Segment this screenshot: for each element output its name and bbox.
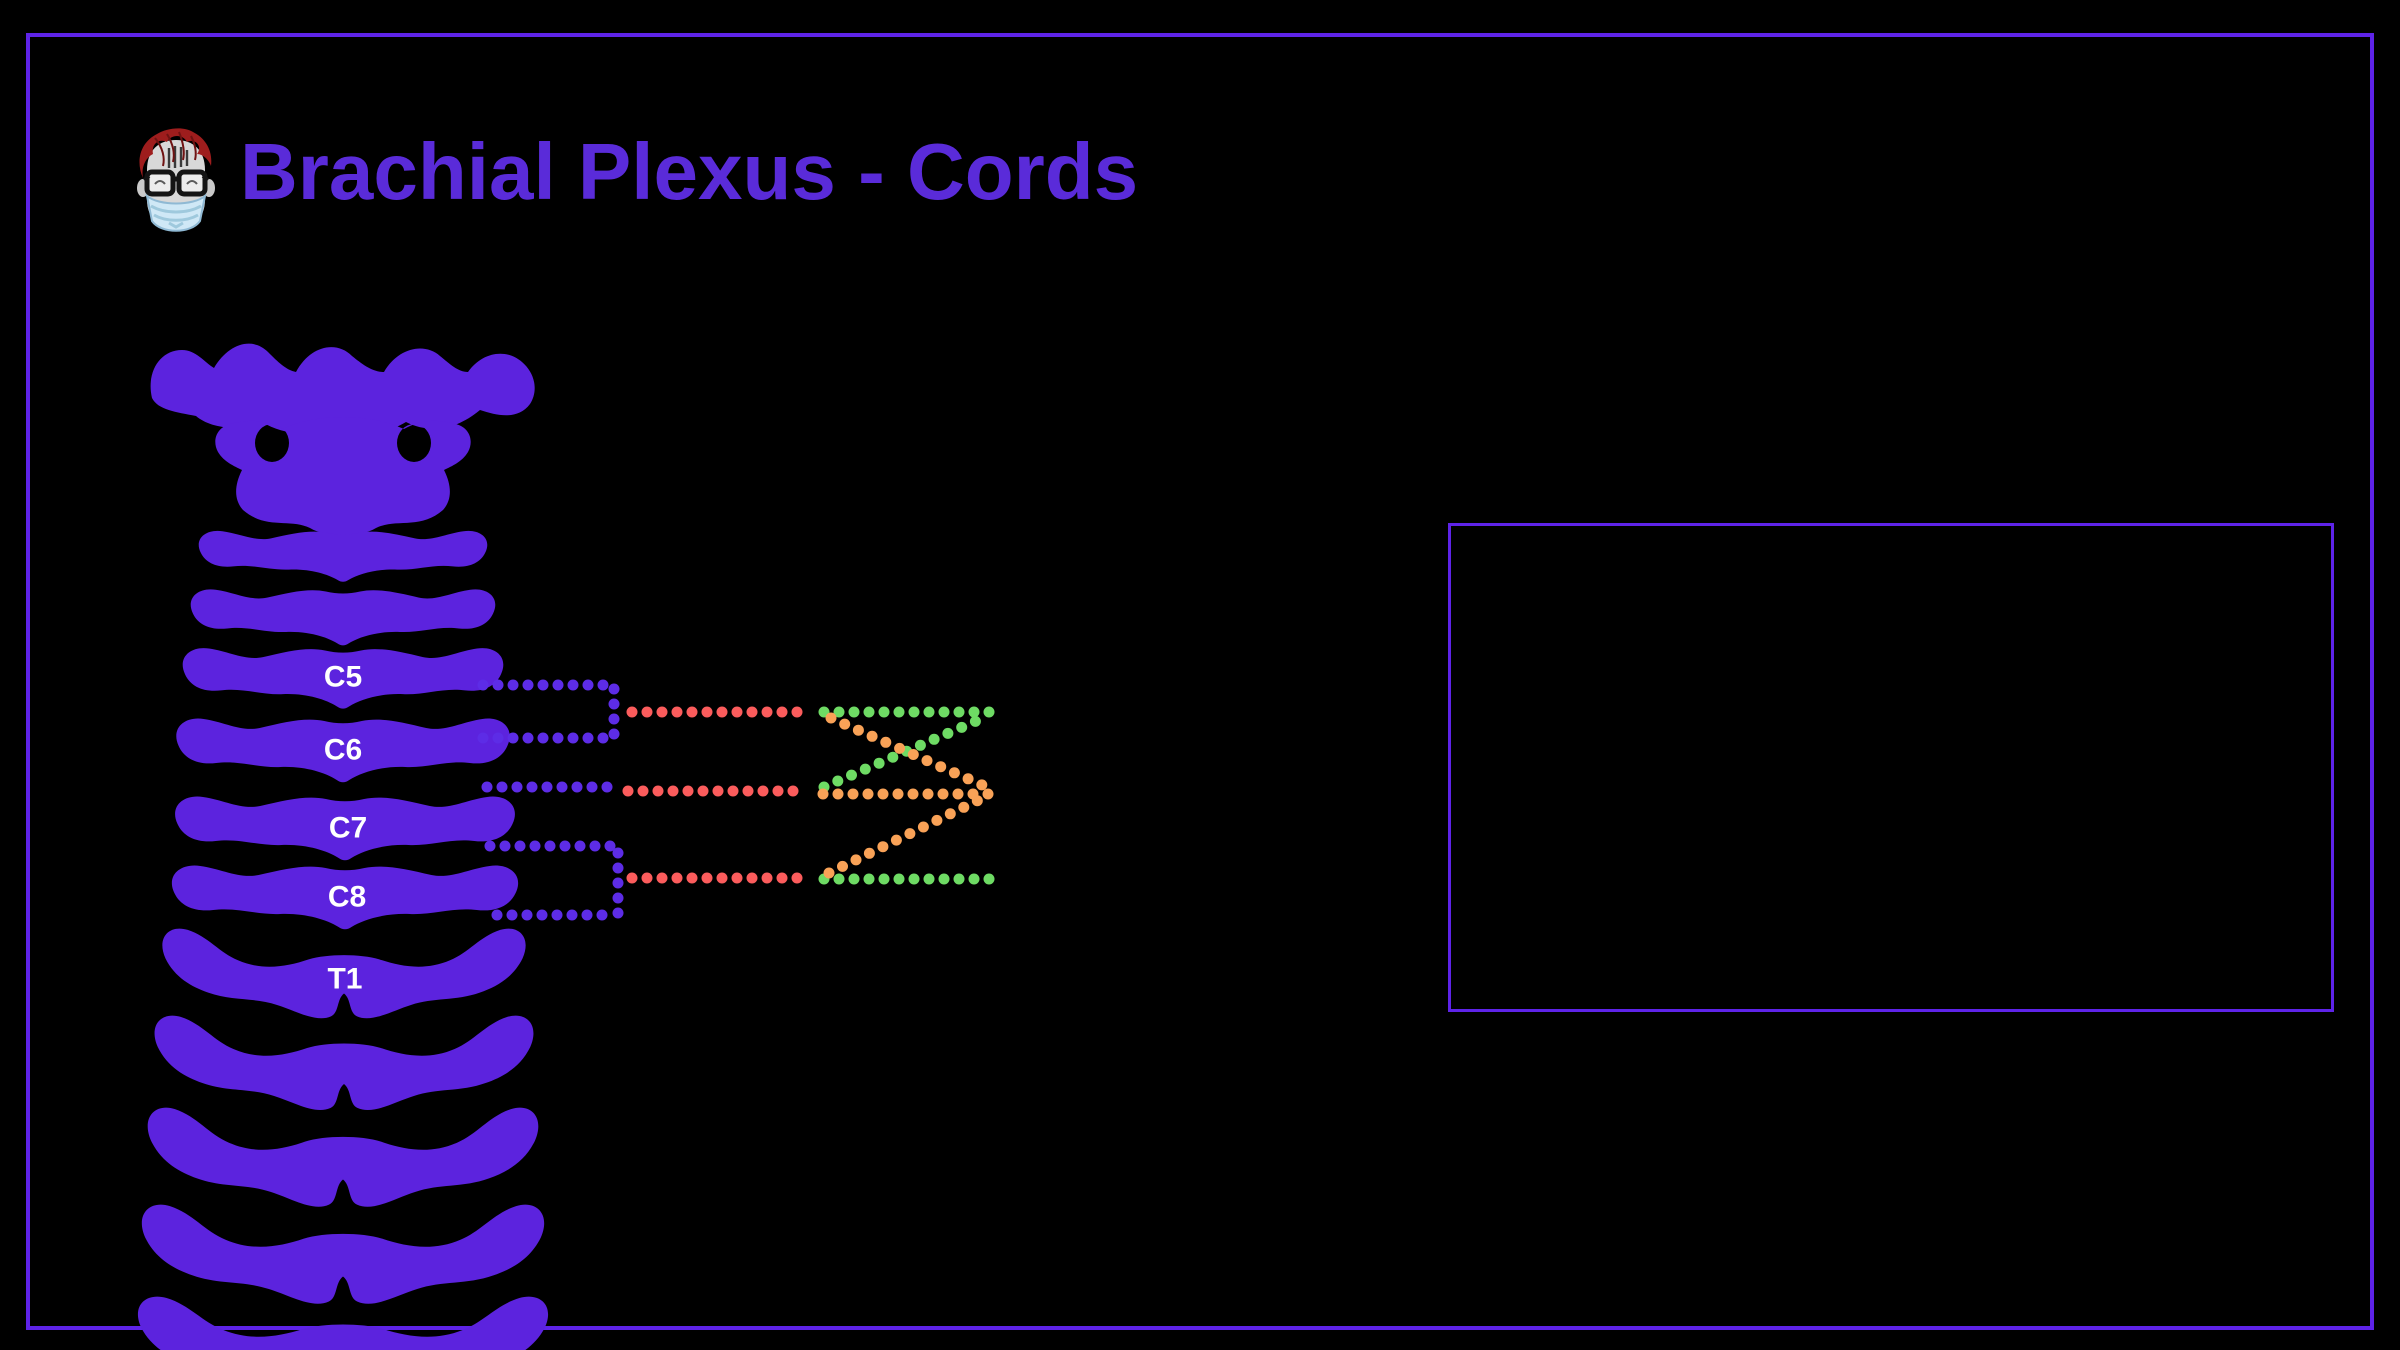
avatar-glasses bbox=[142, 169, 210, 197]
superior-trunk-posterior-division bbox=[825, 712, 988, 791]
avatar-forehead-strands bbox=[167, 146, 189, 168]
info-box bbox=[1448, 523, 2334, 1012]
inferior-trunk-posterior-division bbox=[823, 795, 983, 879]
avatar-hair-strands bbox=[154, 131, 197, 167]
avatar-mask bbox=[145, 193, 207, 232]
vertebra bbox=[190, 589, 496, 646]
vertebra bbox=[147, 1107, 539, 1207]
spine bbox=[137, 343, 549, 1350]
plexus-lines bbox=[477, 679, 995, 921]
middle-trunk bbox=[622, 785, 799, 797]
t1-root bbox=[491, 909, 608, 921]
vertebra-label-c5: C5 bbox=[324, 661, 362, 694]
c6-root bbox=[477, 732, 609, 744]
middle-trunk-anterior-division bbox=[818, 715, 981, 793]
superior-trunk-anterior-division bbox=[818, 706, 995, 718]
vertebra-axis bbox=[215, 417, 471, 536]
inferior-trunk bbox=[626, 872, 803, 884]
superior-trunk bbox=[626, 706, 803, 718]
vertebra-label-c6: C6 bbox=[324, 734, 362, 767]
vertebra-label-c7: C7 bbox=[329, 812, 367, 845]
page-title: Brachial Plexus - Cords bbox=[240, 127, 1139, 216]
c8-root bbox=[484, 840, 624, 919]
c5-root bbox=[477, 679, 620, 740]
vertebra bbox=[137, 1296, 549, 1350]
vertebra-atlas bbox=[150, 343, 535, 435]
c7-root bbox=[481, 781, 613, 793]
vertebra bbox=[154, 1015, 534, 1111]
vertebra-label-t1: T1 bbox=[327, 963, 362, 996]
vertebra-label-c8: C8 bbox=[328, 881, 366, 914]
middle-trunk-posterior-division bbox=[817, 788, 994, 800]
vertebra bbox=[198, 530, 488, 582]
inferior-trunk-anterior-division bbox=[818, 873, 995, 885]
masked-face-emoji bbox=[137, 128, 215, 232]
vertebra bbox=[141, 1204, 545, 1304]
